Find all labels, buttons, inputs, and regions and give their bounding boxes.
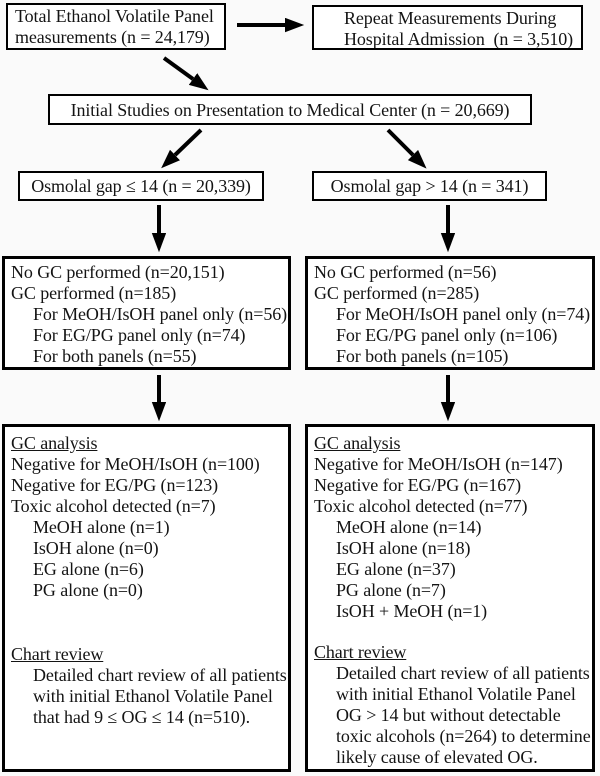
arrow-initial-to-og-high [386,128,427,169]
text-line: Repeat Measurements During [344,8,557,28]
text-line: MeOH alone (n=1) [33,517,170,537]
text-line: Negative for EG/PG (n=123) [11,475,219,495]
gc-analysis-heading: GC analysis [314,433,401,453]
text-line: For MeOH/IsOH panel only (n=74) [336,304,591,324]
text-line: that had 9 ≤ OG ≤ 14 (n=510). [33,707,250,727]
box-gc-analysis-high: GC analysis Negative for MeOH/IsOH (n=14… [305,424,595,772]
chart-review-heading: Chart review [314,642,407,662]
text-line: For EG/PG panel only (n=74) [33,325,246,345]
box-gc-performed-low: No GC performed (n=20,151) GC performed … [2,256,291,370]
box-gc-analysis-low: GC analysis Negative for MeOH/IsOH (n=10… [2,424,291,772]
box-repeat-measurements: Repeat Measurements During Hospital Admi… [312,5,583,50]
text-line: EG alone (n=37) [336,559,456,579]
spacer [11,601,288,644]
text-line: Hospital Admission (n = 3,510) [344,29,574,49]
text-line: For MeOH/IsOH panel only (n=56) [33,304,288,324]
text-line: Initial Studies on Presentation to Medic… [70,100,510,120]
text-line: EG alone (n=6) [33,559,144,579]
text-line: For both panels (n=105) [336,346,509,366]
text-line: IsOH alone (n=18) [336,538,471,558]
text-line: Negative for EG/PG (n=167) [314,475,522,495]
text-line: GC performed (n=285) [314,283,480,303]
text-line: toxic alcohols (n=264) to determine [336,726,591,746]
text-line: measurements (n = 24,179) [15,27,210,47]
text-line: with initial Ethanol Volatile Panel [33,686,273,706]
chart-review-heading: Chart review [11,644,104,664]
box-osmolal-gap-low: Osmolal gap ≤ 14 (n = 20,339) [18,171,264,201]
text-line: IsOH + MeOH (n=1) [336,601,488,621]
text-line: IsOH alone (n=0) [33,538,159,558]
text-line: with initial Ethanol Volatile Panel [336,684,576,704]
text-line: Negative for MeOH/IsOH (n=147) [314,454,563,474]
box-osmolal-gap-high: Osmolal gap > 14 (n = 341) [312,171,547,201]
arrow-total-to-initial [162,56,209,91]
text-line: No GC performed (n=20,151) [11,262,225,282]
text-line: Toxic alcohol detected (n=7) [11,496,216,516]
text-line: Detailed chart review of all patients [33,665,287,685]
text-line: MeOH alone (n=14) [336,517,482,537]
box-gc-performed-high: No GC performed (n=56) GC performed (n=2… [305,256,595,370]
box-total-measurements: Total Ethanol Volatile Panel measurement… [6,3,226,50]
text-line: PG alone (n=7) [336,580,446,600]
text-line: For EG/PG panel only (n=106) [336,325,558,345]
text-line: Negative for MeOH/IsOH (n=100) [11,454,260,474]
text-line: Detailed chart review of all patients [336,663,590,683]
text-line: GC performed (n=185) [11,283,177,303]
arrow-initial-to-og-low [161,128,203,169]
text-line: For both panels (n=55) [33,346,197,366]
text-line: Toxic alcohol detected (n=77) [314,496,528,516]
text-line: Osmolal gap > 14 (n = 341) [330,176,529,196]
box-initial-studies: Initial Studies on Presentation to Medic… [48,94,532,125]
text-line: likely cause of elevated OG. [336,747,538,767]
gc-analysis-heading: GC analysis [11,433,98,453]
text-line: PG alone (n=0) [33,580,143,600]
text-line: Total Ethanol Volatile Panel [15,6,214,26]
text-line: No GC performed (n=56) [314,262,497,282]
spacer [314,622,592,642]
text-line: Osmolal gap ≤ 14 (n = 20,339) [31,176,251,196]
text-line: OG > 14 but without detectable [336,705,561,725]
